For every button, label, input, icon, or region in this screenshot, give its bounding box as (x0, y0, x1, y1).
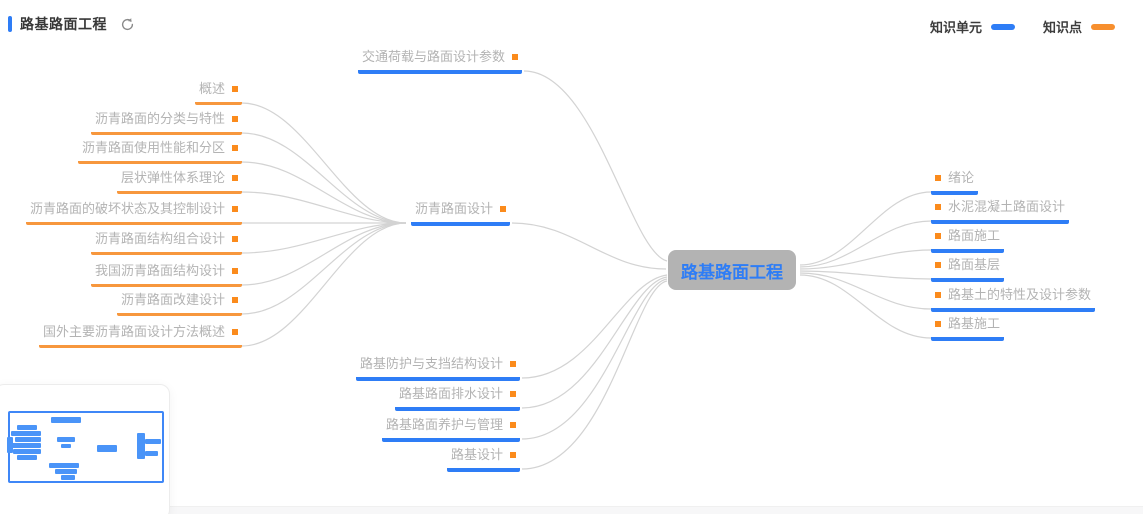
node-label: 路基路面养护与管理 (385, 417, 503, 432)
point-node[interactable]: 概述 (194, 81, 242, 105)
node-label: 路基设计 (450, 447, 503, 462)
minimap-bar (61, 475, 75, 480)
minimap-bar (17, 455, 37, 460)
unit-node[interactable]: 绪论 (931, 170, 979, 195)
point-node[interactable]: 沥青路面使用性能和分区 (77, 140, 242, 164)
expand-square-icon[interactable] (232, 175, 238, 181)
refresh-icon[interactable] (120, 17, 135, 32)
minimap-bar (7, 437, 13, 453)
minimap-bar (13, 449, 41, 454)
unit-node[interactable]: 路基路面养护与管理 (381, 417, 520, 442)
node-label: 路基土的特性及设计参数 (948, 287, 1092, 302)
expand-square-icon[interactable] (510, 452, 516, 458)
expand-square-icon[interactable] (232, 145, 238, 151)
minimap-bar (97, 445, 117, 452)
minimap-bar (145, 451, 158, 456)
page-title: 路基路面工程 (20, 16, 107, 32)
unit-node[interactable]: 路面施工 (931, 228, 1005, 253)
root-node[interactable]: 路基路面工程 (668, 250, 796, 290)
unit-node[interactable]: 路基防护与支挡结构设计 (355, 356, 520, 381)
expand-square-icon[interactable] (232, 329, 238, 335)
page-header: 路基路面工程 (8, 14, 135, 34)
node-label: 沥青路面的分类与特性 (94, 111, 225, 126)
node-label: 路基路面排水设计 (398, 386, 503, 401)
expand-square-icon[interactable] (512, 54, 518, 60)
node-label: 沥青路面结构组合设计 (94, 231, 225, 246)
legend-item-point: 知识点 (1043, 17, 1115, 36)
unit-node[interactable]: 交通荷载与路面设计参数 (357, 49, 522, 74)
minimap-panel (0, 384, 170, 514)
expand-square-icon[interactable] (935, 321, 941, 327)
unit-node[interactable]: 路基设计 (446, 447, 520, 472)
legend-item-unit: 知识单元 (930, 17, 1015, 36)
node-label: 路基防护与支挡结构设计 (359, 356, 503, 371)
unit-node[interactable]: 路基土的特性及设计参数 (931, 287, 1096, 312)
expand-square-icon[interactable] (232, 86, 238, 92)
minimap-bar (145, 439, 161, 444)
expand-square-icon[interactable] (500, 206, 506, 212)
point-node[interactable]: 沥青路面结构组合设计 (90, 231, 242, 255)
expand-square-icon[interactable] (935, 292, 941, 298)
minimap-bar (15, 437, 41, 442)
minimap-bar (61, 444, 71, 448)
minimap-bar (55, 469, 77, 474)
legend-point-swatch (1091, 23, 1115, 30)
expand-square-icon[interactable] (232, 268, 238, 274)
expand-square-icon[interactable] (935, 175, 941, 181)
expand-square-icon[interactable] (510, 361, 516, 367)
point-node[interactable]: 沥青路面的分类与特性 (90, 111, 242, 135)
node-label: 水泥混凝土路面设计 (948, 199, 1066, 214)
minimap-bar (9, 443, 41, 448)
legend-point-label: 知识点 (1042, 20, 1082, 35)
expand-square-icon[interactable] (232, 297, 238, 303)
expand-square-icon[interactable] (935, 262, 941, 268)
minimap-bar (49, 463, 79, 468)
point-node[interactable]: 层状弹性体系理论 (116, 170, 242, 194)
expand-square-icon[interactable] (510, 422, 516, 428)
unit-node[interactable]: 路基路面排水设计 (394, 386, 520, 411)
minimap-bar (11, 431, 41, 436)
node-label: 路面基层 (948, 257, 1001, 272)
node-label: 概述 (198, 81, 225, 96)
legend: 知识单元 知识点 (930, 17, 1115, 36)
node-label: 绪论 (948, 170, 975, 185)
node-label: 路基施工 (948, 316, 1001, 331)
unit-node[interactable]: 沥青路面设计 (410, 201, 510, 226)
unit-node[interactable]: 路基施工 (931, 316, 1005, 341)
node-label: 沥青路面的破坏状态及其控制设计 (29, 201, 225, 216)
minimap-bar (57, 437, 75, 442)
unit-node[interactable]: 路面基层 (931, 257, 1005, 282)
node-label: 我国沥青路面结构设计 (94, 263, 225, 278)
node-label: 沥青路面使用性能和分区 (81, 140, 225, 155)
node-label: 沥青路面设计 (414, 201, 493, 216)
point-node[interactable]: 沥青路面的破坏状态及其控制设计 (25, 201, 242, 225)
point-node[interactable]: 我国沥青路面结构设计 (90, 263, 242, 287)
footer-strip (0, 506, 1143, 514)
node-label: 层状弹性体系理论 (120, 170, 225, 185)
expand-square-icon[interactable] (232, 236, 238, 242)
minimap-bar (137, 433, 145, 459)
node-label: 交通荷载与路面设计参数 (361, 49, 505, 64)
legend-unit-label: 知识单元 (929, 20, 982, 35)
expand-square-icon[interactable] (232, 116, 238, 122)
point-node[interactable]: 沥青路面改建设计 (116, 292, 242, 316)
node-label: 沥青路面改建设计 (120, 292, 225, 307)
node-label: 国外主要沥青路面设计方法概述 (42, 324, 225, 339)
minimap-bar (51, 417, 81, 423)
expand-square-icon[interactable] (935, 233, 941, 239)
point-node[interactable]: 国外主要沥青路面设计方法概述 (38, 324, 242, 348)
legend-unit-swatch (990, 23, 1015, 30)
node-label: 路面施工 (948, 228, 1001, 243)
title-accent-bar (8, 16, 12, 32)
expand-square-icon[interactable] (935, 204, 941, 210)
expand-square-icon[interactable] (232, 206, 238, 212)
minimap-bar (17, 425, 37, 430)
expand-square-icon[interactable] (510, 391, 516, 397)
unit-node[interactable]: 水泥混凝土路面设计 (931, 199, 1070, 224)
